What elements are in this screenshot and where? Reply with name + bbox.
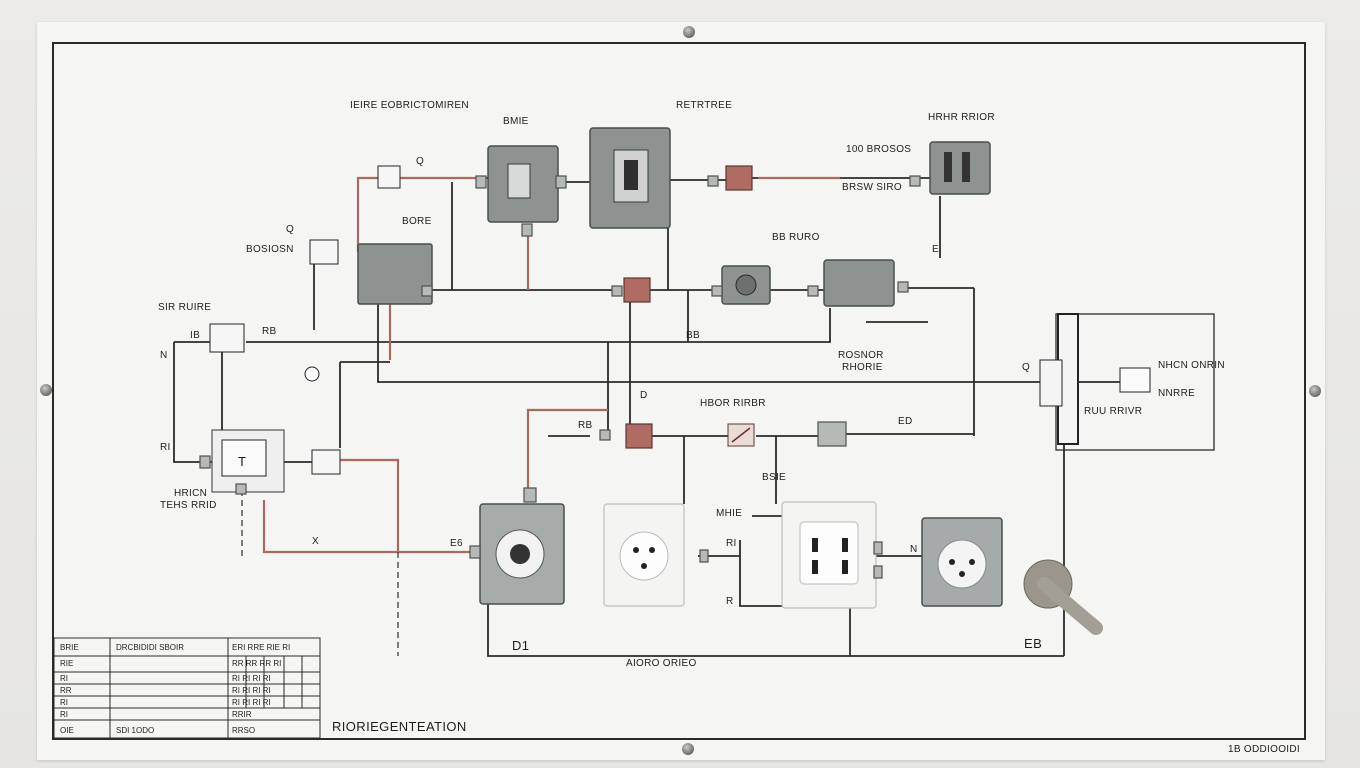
terminal-pin-a	[944, 152, 952, 182]
label-ri: RI	[160, 442, 171, 453]
label-rb-mid: RB	[578, 420, 593, 431]
label-bosion: BOSIOSN	[246, 244, 294, 255]
label-brer: BRSW SIRO	[842, 182, 902, 193]
control-box	[209, 323, 245, 353]
indicator-switch	[1119, 367, 1151, 393]
tb-row-4-right: RI RI RI RI	[232, 698, 271, 707]
label-nnrre: NNRRE	[1158, 388, 1195, 399]
outlet-face-right	[937, 539, 987, 589]
busbar-connector	[1039, 359, 1063, 407]
label-bmie: BMIE	[503, 116, 529, 127]
label-bb-center: BB	[686, 330, 700, 341]
label-tehs-rrid: TEHS RRID	[160, 500, 217, 511]
mounting-screw-left	[40, 384, 52, 396]
label-q-top: Q	[416, 156, 424, 167]
label-top-left-title: IEIRE EOBRICTOMIREN	[350, 100, 469, 111]
label-ed: ED	[898, 416, 913, 427]
label-rhorie: RHORIE	[842, 362, 883, 373]
label-e6: E6	[450, 538, 463, 549]
red-wires	[262, 176, 840, 554]
label-bottom-title: RIORIEGENTEATION	[332, 719, 467, 734]
label-d1: D1	[512, 638, 529, 653]
tb-row-2: RI	[60, 674, 68, 683]
switch-lower	[817, 421, 847, 447]
tb-row-2-right: RI RI RI RI	[232, 674, 271, 683]
outlet-face-2	[799, 521, 859, 585]
contactor-left	[357, 243, 433, 305]
label-top-center: RETRTREE	[676, 100, 732, 111]
label-q-right: Q	[1022, 362, 1030, 373]
label-x: X	[312, 536, 319, 547]
transformer-inner	[221, 439, 267, 477]
knob-handle	[1037, 577, 1103, 635]
label-ruu: RUU RRIVR	[1084, 406, 1142, 417]
tb-row-3-right: RI RI RI RI	[232, 686, 271, 695]
label-sig: R	[726, 596, 734, 607]
mounting-screw-right	[1309, 385, 1321, 397]
tb-footer-3: RRSO	[232, 726, 255, 735]
tb-row-1: RIE	[60, 659, 73, 668]
dashed-lines	[241, 480, 399, 656]
tb-header-1: BRIE	[60, 643, 79, 652]
label-ib: IB	[190, 330, 200, 341]
mounting-screw-top	[683, 26, 695, 38]
title-block: BRIE DRCBIDIDI SBOIR ERI RRE RIE RI RIE …	[53, 637, 321, 739]
tb-row-1-right: RR RR RR RI	[232, 659, 281, 668]
label-n-left: N	[160, 350, 168, 361]
label-ri-bottom: RI	[726, 538, 737, 549]
label-sir-ruire: SIR RUIRE	[158, 302, 211, 313]
terminal-pin-b	[962, 152, 970, 182]
main-breaker-switch	[613, 149, 649, 203]
fuse-top	[725, 165, 753, 191]
outlet-hole-left	[510, 544, 530, 564]
tb-header-2: DRCBIDIDI SBOIR	[116, 643, 184, 652]
label-d-center: D	[640, 390, 648, 401]
breaker-switch	[507, 163, 531, 199]
tb-row-4: RI	[60, 698, 68, 707]
terminal-block-top-right	[929, 141, 991, 195]
diagram-labels: IEIRE EOBRICTOMIREN BMIE RETRTREE HRHR R…	[158, 100, 1300, 755]
outlet-face-1	[619, 531, 669, 581]
main-breaker-handle	[624, 160, 638, 190]
label-n-bottom: N	[910, 544, 918, 555]
label-transformer: T	[238, 454, 246, 469]
tb-row-5-right: RRIR	[232, 710, 252, 719]
relay-box-2	[309, 239, 339, 265]
whiteboard-panel	[37, 22, 1325, 760]
indicator-lamp	[304, 366, 320, 382]
tb-row-3: RR	[60, 686, 72, 695]
fuse-mid	[623, 277, 651, 303]
fuse-lower	[625, 423, 653, 449]
label-e: E	[932, 244, 939, 255]
components	[199, 127, 1215, 635]
label-nhcn: NHCN ONRIN	[1158, 360, 1225, 371]
label-top-right: HRHR RRIOR	[928, 112, 995, 123]
label-aioro: AIORO ORIEO	[626, 658, 697, 669]
label-hbor: HBOR RIRBR	[700, 398, 766, 409]
contactor-right	[823, 259, 895, 307]
label-rocnor: ROSNOR	[838, 350, 884, 361]
tb-footer-1: OIE	[60, 726, 74, 735]
tb-footer-2: SDI 1ODO	[116, 726, 154, 735]
motor-rotor	[735, 274, 757, 296]
mounting-screw-bottom	[682, 743, 694, 755]
relay-box-3	[311, 449, 341, 475]
diode-symbol	[731, 427, 751, 443]
drawing-frame	[52, 42, 1306, 740]
label-bb-ruro: BB RURO	[772, 232, 820, 243]
tb-row-5: RI	[60, 710, 68, 719]
label-q-left: Q	[286, 224, 294, 235]
label-bsie: BSIE	[762, 472, 786, 483]
label-eb: EB	[1024, 636, 1042, 651]
label-100: 100 BROSOS	[846, 144, 911, 155]
label-bottom-right-code: 1B ODDIOOIDI	[1228, 744, 1300, 755]
relay-box-1	[377, 165, 401, 189]
tb-header-3: ERI RRE RIE RI	[232, 643, 290, 652]
label-rb: RB	[262, 326, 277, 337]
label-hricn: HRICN	[174, 488, 207, 499]
label-bore: BORE	[402, 216, 432, 227]
label-mhie: MHIE	[716, 508, 742, 519]
